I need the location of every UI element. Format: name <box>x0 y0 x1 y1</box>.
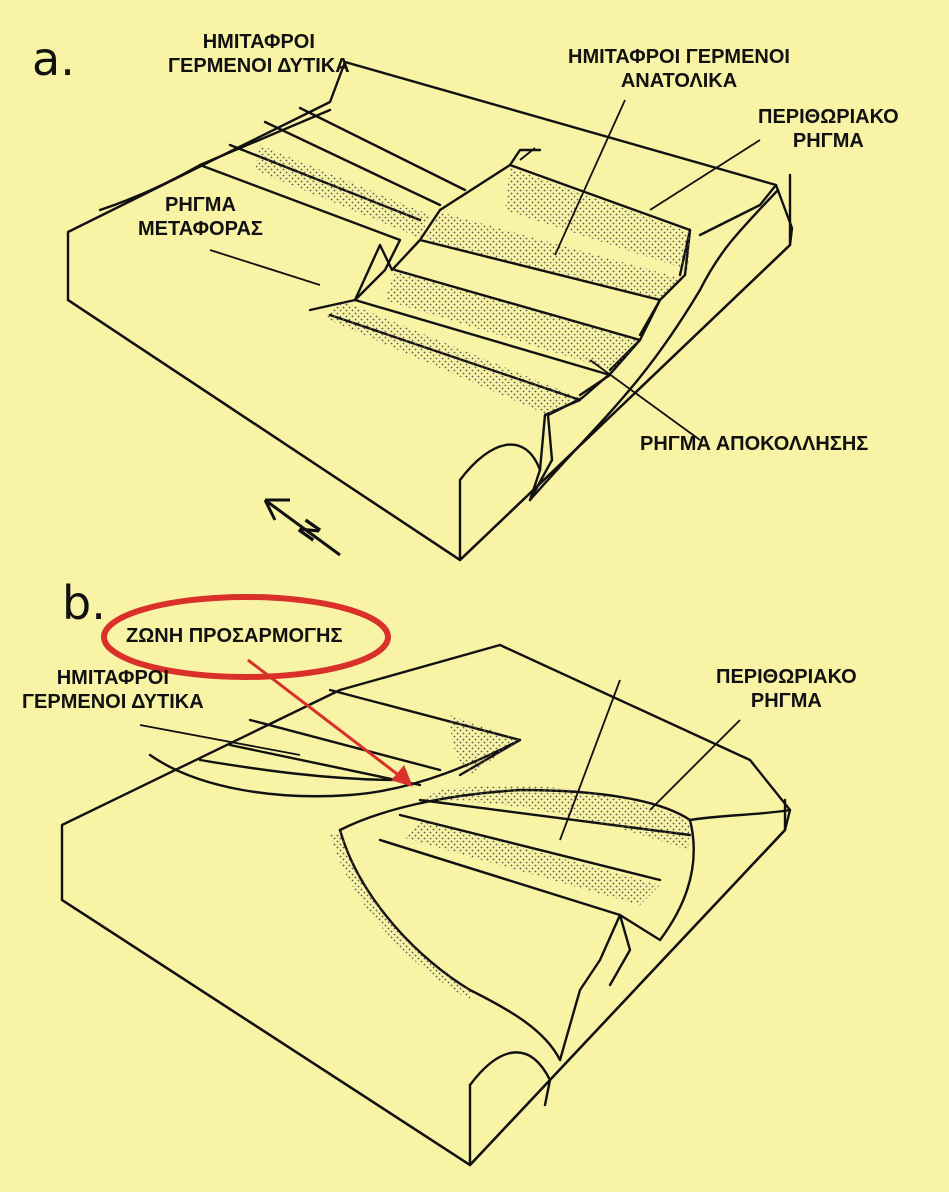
label-transfer-fault: ΡΗΓΜΑ ΜΕΤΑΦΟΡΑΣ <box>138 193 263 241</box>
label-line: ΓΕΡΜΕΝΟΙ ΔΥΤΙΚΑ <box>22 690 204 714</box>
panel-a-letter: a. <box>32 36 75 82</box>
panel-b-letter: b. <box>62 580 106 626</box>
label-line: ΗΜΙΤΑΦΡΟΙ <box>22 666 204 690</box>
panel-b-stipple <box>330 715 690 1000</box>
label-line: ΜΕΤΑΦΟΡΑΣ <box>138 217 263 241</box>
panel-a-leaders <box>210 100 760 440</box>
label-line: ΡΗΓΜΑ <box>138 193 263 217</box>
panel-a-stipple <box>255 145 690 415</box>
label-detachment-fault: ΡΗΓΜΑ ΑΠΟΚΟΛΛΗΣΗΣ <box>640 432 868 456</box>
label-border-fault-b: ΠΕΡΙΘΩΡΙΑΚΟ ΡΗΓΜΑ <box>716 665 857 713</box>
label-half-grabens-east-a: ΗΜΙΤΑΦΡΟΙ ΓΕΡΜΕΝΟΙ ΑΝΑΤΟΛΙΚΑ <box>568 45 790 93</box>
label-half-grabens-west-b: ΗΜΙΤΑΦΡΟΙ ΓΕΡΜΕΝΟΙ ΔΥΤΙΚΑ <box>22 666 204 714</box>
label-accommodation-zone: ΖΩΝΗ ΠΡΟΣΑΡΜΟΓΗΣ <box>126 624 343 648</box>
label-border-fault-a: ΠΕΡΙΘΩΡΙΑΚΟ ΡΗΓΜΑ <box>758 105 899 153</box>
label-line: ΠΕΡΙΘΩΡΙΑΚΟ <box>716 665 857 689</box>
label-line: ΡΗΓΜΑ <box>716 689 857 713</box>
label-half-grabens-west-a: ΗΜΙΤΑΦΡΟΙ ΓΕΡΜΕΝΟΙ ΔΥΤΙΚΑ <box>168 30 350 78</box>
label-line: ΡΗΓΜΑ <box>758 129 899 153</box>
label-line: ΓΕΡΜΕΝΟΙ ΔΥΤΙΚΑ <box>168 54 350 78</box>
label-line: ΗΜΙΤΑΦΡΟΙ <box>168 30 350 54</box>
label-line: ΗΜΙΤΑΦΡΟΙ ΓΕΡΜΕΝΟΙ <box>568 45 790 69</box>
label-line: ΑΝΑΤΟΛΙΚΑ <box>568 69 790 93</box>
panel-b-block <box>62 645 790 1165</box>
label-line: ΠΕΡΙΘΩΡΙΑΚΟ <box>758 105 899 129</box>
